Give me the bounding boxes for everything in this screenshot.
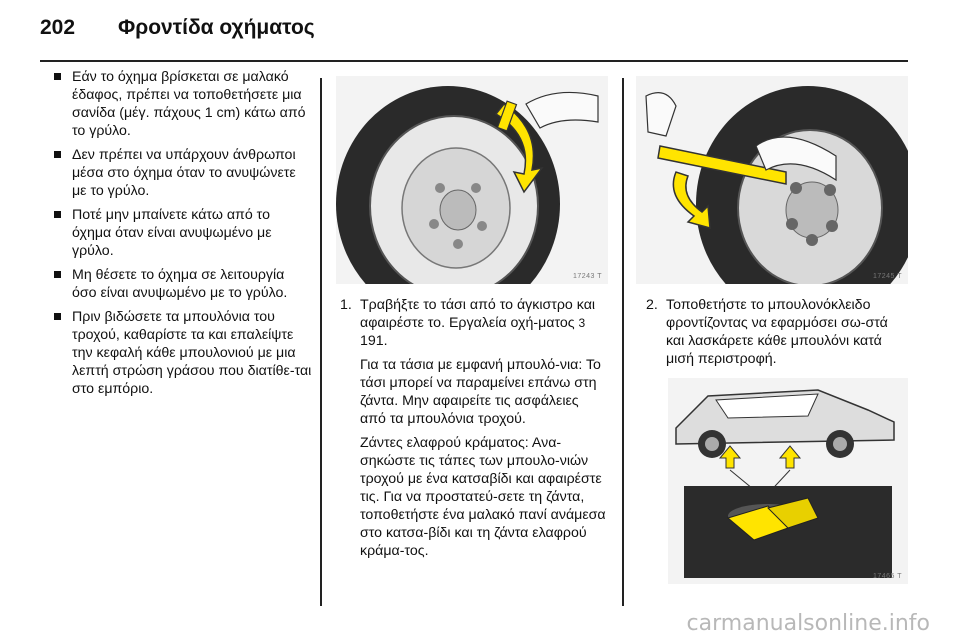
- bullet-square-icon: [54, 73, 61, 80]
- bullet-square-icon: [54, 151, 61, 158]
- column-divider-left: [320, 78, 322, 606]
- column-divider-right: [622, 78, 624, 606]
- wheel-cover-illustration: 17243 T: [336, 76, 608, 284]
- wheel-cover-icon: [336, 76, 608, 284]
- page-reference: 191.: [360, 333, 388, 349]
- page-header: 202 Φροντίδα οχήματος: [0, 0, 960, 62]
- header-rule: [40, 60, 908, 62]
- warning-item: Δεν πρέπει να υπάρχουν άνθρωποι μέσα στο…: [52, 146, 312, 200]
- warning-list: Εάν το όχημα βρίσκεται σε μαλακό έδαφος,…: [52, 68, 312, 404]
- bullet-square-icon: [54, 313, 61, 320]
- wrench-illustration: 17245 T: [636, 76, 908, 284]
- step-number: 2.: [646, 297, 658, 313]
- step-2-text: Τοποθετήστε το μπουλονόκλειδο φροντίζοντ…: [666, 297, 888, 367]
- step-1: 1. Τραβήξτε το τάσι από το άγκιστρο και …: [340, 296, 608, 566]
- bullet-square-icon: [54, 271, 61, 278]
- car-jack-icon: [668, 378, 908, 584]
- step-1-note-exposed-bolts: Για τα τάσια με εμφανή μπουλό-νια: Το τά…: [360, 357, 601, 427]
- page-number: 202: [40, 16, 76, 39]
- step-1-note-alloy-wheels: Ζάντες ελαφρού κράματος: Ανα-σηκώστε τις…: [360, 435, 606, 559]
- watermark: carmanualsonline.info: [686, 611, 930, 636]
- page-title: Φροντίδα οχήματος: [118, 16, 315, 39]
- jack-points-illustration: 17465 T: [668, 378, 908, 584]
- step-1-text: Τραβήξτε το τάσι από το άγκιστρο και αφα…: [360, 297, 596, 331]
- step-number: 1.: [340, 297, 352, 313]
- warning-item: Μη θέσετε το όχημα σε λειτουργία όσο είν…: [52, 266, 312, 302]
- figure-code: 17245 T: [872, 273, 902, 280]
- warning-item: Ποτέ μην μπαίνετε κάτω από το όχημα όταν…: [52, 206, 312, 260]
- warning-item: Πριν βιδώσετε τα μπουλόνια του τροχού, κ…: [52, 308, 312, 398]
- warning-item: Εάν το όχημα βρίσκεται σε μαλακό έδαφος,…: [52, 68, 312, 140]
- bullet-square-icon: [54, 211, 61, 218]
- page-reference-icon: 3: [578, 316, 586, 330]
- figure-code: 17243 T: [572, 273, 602, 280]
- wrench-icon: [636, 76, 908, 284]
- step-2: 2. Τοποθετήστε το μπουλονόκλειδο φροντίζ…: [646, 296, 908, 374]
- figure-code: 17465 T: [872, 573, 902, 580]
